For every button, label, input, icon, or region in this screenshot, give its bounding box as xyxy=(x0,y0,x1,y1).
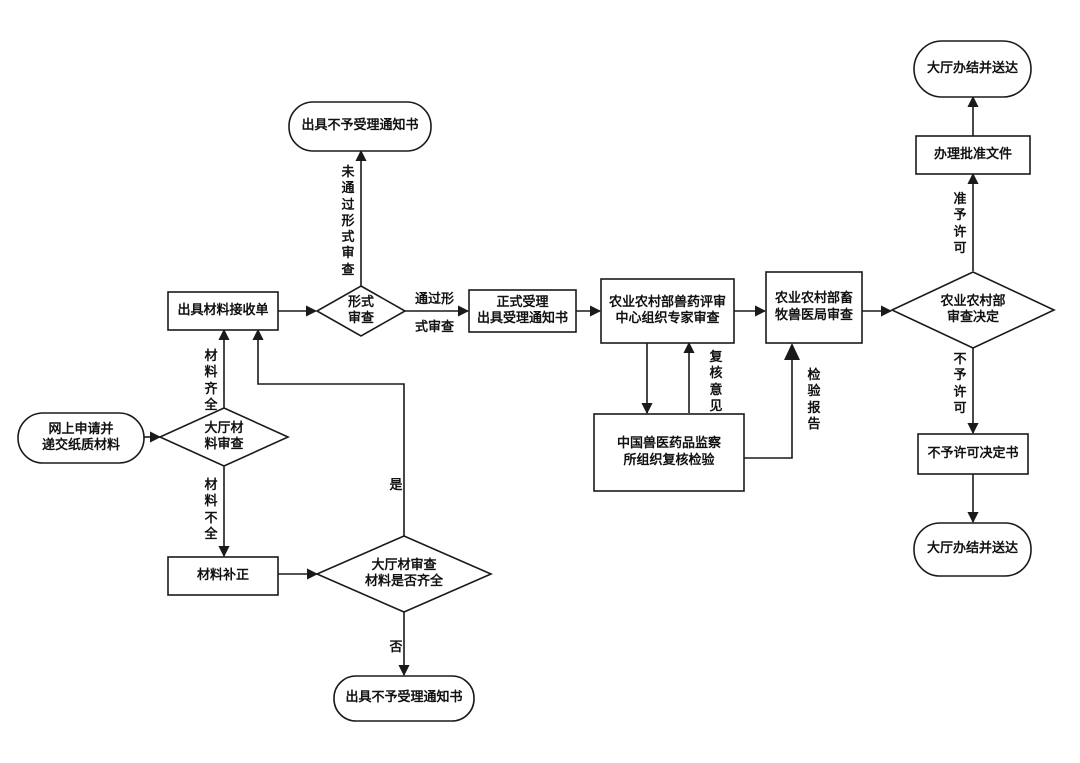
node-supplement: 材料补正 xyxy=(196,567,249,583)
label-incomplete: 材料不全 xyxy=(204,478,218,542)
label-yes: 是 xyxy=(389,478,403,493)
node-deliver-bottom: 大厅办结并送达 xyxy=(926,541,1018,557)
node-ministry-decision-shape xyxy=(890,271,1056,349)
label-failed-form: 未通过形式审查 xyxy=(341,165,355,278)
node-issue-receipt: 出具材料接收单 xyxy=(177,302,269,318)
node-check-complete-shape xyxy=(315,535,493,613)
node-ministry-decision: 农业农村部 审查决定 xyxy=(940,293,1006,325)
node-deny-decision-shape xyxy=(917,433,1029,475)
node-ivdc-test-shape xyxy=(593,413,745,492)
node-form-review: 形式 审查 xyxy=(347,294,374,326)
node-bureau-review-shape xyxy=(765,271,863,344)
node-deliver-bottom-shape xyxy=(913,522,1032,577)
node-formal-accept: 正式受理 出具受理通知书 xyxy=(476,294,568,326)
node-reject-top-shape xyxy=(288,101,432,152)
node-deliver-top: 大厅办结并送达 xyxy=(926,60,1018,76)
node-form-review-shape xyxy=(315,285,407,337)
node-reject-bottom: 出具不予受理通知书 xyxy=(345,690,463,706)
node-approval-docs: 办理批准文件 xyxy=(933,146,1012,162)
edge-check-yes xyxy=(252,328,405,536)
node-reject-bottom-shape xyxy=(333,675,475,722)
label-deny: 不予许可 xyxy=(953,352,967,416)
label-complete: 材料齐全 xyxy=(204,349,218,413)
node-check-complete: 大厅材审查 材料是否齐全 xyxy=(364,557,443,589)
label-review-opinion: 复核意见 xyxy=(709,350,723,414)
node-expert-review: 农业农村部兽药评审 中心组织专家审查 xyxy=(608,294,726,326)
node-hall-review-shape xyxy=(158,407,290,467)
node-start-online-shape xyxy=(17,412,145,464)
label-approve: 准予许可 xyxy=(953,192,967,256)
label-passed-form-1: 通过形 xyxy=(415,292,455,307)
node-bureau-review: 农业农村部畜 牧兽医局审查 xyxy=(774,291,853,323)
node-issue-receipt-shape xyxy=(167,291,279,331)
edge-test-to-bureau-head xyxy=(784,343,800,360)
node-approval-docs-shape xyxy=(915,135,1031,175)
node-start-online: 网上申请并 递交纸质材料 xyxy=(41,421,120,453)
node-supplement-shape xyxy=(167,556,279,596)
node-deny-decision: 不予许可决定书 xyxy=(927,445,1019,461)
node-hall-review: 大厅材 料审查 xyxy=(204,420,244,452)
label-no: 否 xyxy=(389,640,403,655)
node-formal-accept-shape xyxy=(468,289,577,333)
node-reject-top: 出具不予受理通知书 xyxy=(301,118,419,134)
label-test-report: 检验报告 xyxy=(807,368,821,432)
node-deliver-top-shape xyxy=(913,40,1032,98)
node-ivdc-test: 中国兽医药品监察 所组织复核检验 xyxy=(616,436,721,468)
edge-test-to-bureau xyxy=(744,346,793,459)
label-passed-form-2: 式审查 xyxy=(415,320,455,335)
node-expert-review-shape xyxy=(600,278,735,344)
